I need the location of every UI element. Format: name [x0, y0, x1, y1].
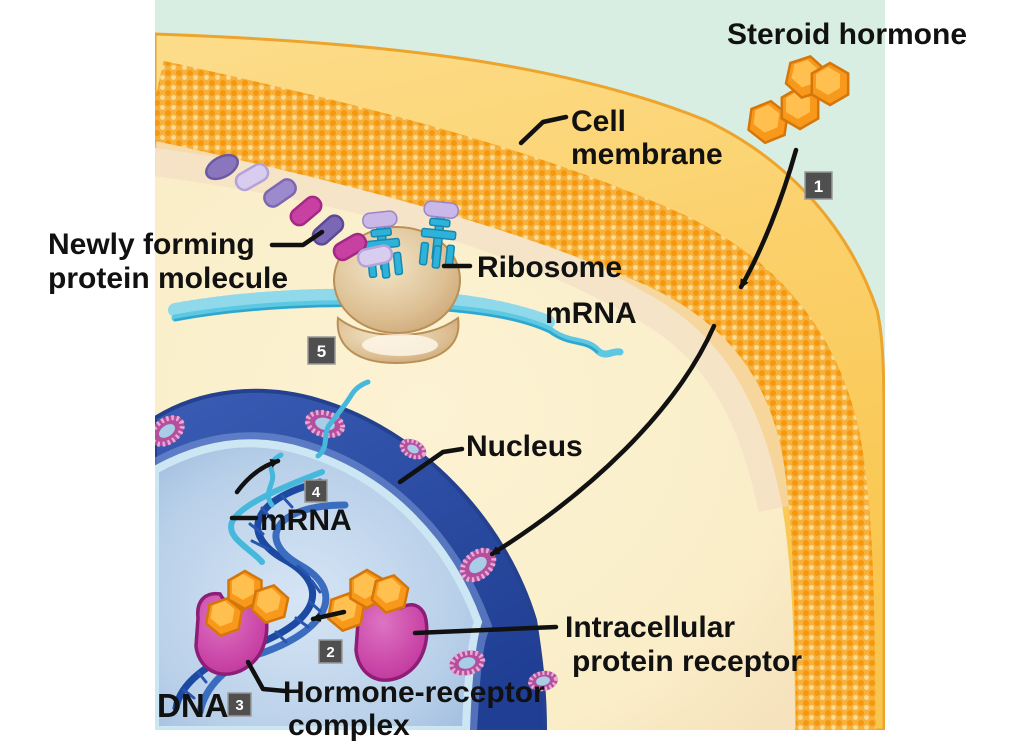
- label-intracellular-line2: protein receptor: [572, 645, 802, 678]
- arrow-to-nuclear-pore: [489, 323, 717, 557]
- nuclear-pore: [448, 649, 486, 677]
- ribosome-sheen: [362, 334, 438, 356]
- protein-chain-bead: [332, 232, 368, 262]
- arrow-step2-binding: [310, 609, 347, 622]
- protein-chain-bead: [356, 244, 394, 268]
- step-badge-1: 1: [804, 171, 833, 200]
- step-badge-2: 2: [318, 639, 343, 664]
- label-cell-membrane-line2: membrane: [571, 138, 723, 171]
- trna-icon: [418, 200, 459, 269]
- mrna-strand-nucleus: [265, 452, 284, 508]
- cell-membrane-bilayer: [155, 60, 876, 730]
- label-mrna-nucleus: mRNA: [260, 504, 352, 537]
- protein-chain: [205, 153, 394, 268]
- label-hormone-receptor-line2: complex: [288, 709, 410, 742]
- step-badge-3: 3: [227, 692, 252, 717]
- nuclear-pore: [155, 415, 185, 447]
- steroid-hormone-molecule-bound: [204, 569, 290, 638]
- nuclear-pore: [399, 438, 427, 460]
- amino-acid-bead: [423, 200, 459, 219]
- pointer-cell-membrane: [518, 114, 569, 146]
- label-intracellular-line1: Intracellular: [565, 611, 735, 644]
- protein-chain-bead: [289, 195, 323, 227]
- label-mrna-cytoplasm: mRNA: [545, 297, 637, 330]
- label-newly-forming-line2: protein molecule: [48, 262, 288, 295]
- step-badge-5: 5: [307, 336, 336, 365]
- step-number: 2: [326, 644, 334, 661]
- protein-chain-bead: [234, 162, 270, 192]
- pointer-intracellular-receptor: [412, 624, 559, 636]
- step-number: 3: [235, 697, 243, 714]
- protein-chain-bead: [311, 214, 345, 246]
- pointer-nucleus: [397, 446, 465, 485]
- steroid-hormone-molecule-top: [747, 55, 850, 145]
- protein-chain-bead: [205, 153, 239, 181]
- label-dna: DNA: [157, 687, 229, 724]
- pointer-newly-forming-protein: [269, 229, 325, 248]
- label-steroid-hormone: Steroid hormone: [727, 18, 967, 51]
- step-number: 4: [312, 484, 321, 501]
- label-ribosome: Ribosome: [477, 251, 622, 284]
- mrna-strand-exiting-pore: [315, 379, 371, 459]
- step-number: 1: [814, 177, 823, 196]
- steroid-hormone-molecule-free: [326, 568, 410, 633]
- nuclear-pore: [528, 670, 558, 692]
- protein-chain-bead: [263, 178, 297, 208]
- label-nucleus: Nucleus: [466, 430, 583, 463]
- arrow-step1-through-membrane: [738, 147, 799, 290]
- pointer-hormone-receptor-complex: [245, 659, 288, 694]
- cell-body: [155, 32, 885, 730]
- step-badge-4: 4: [304, 479, 328, 503]
- label-hormone-receptor-line1: Hormone-receptor: [283, 676, 545, 709]
- arrow-step4-mrna: [234, 458, 281, 495]
- amino-acid-bead: [362, 210, 398, 229]
- step-number: 5: [317, 342, 326, 361]
- label-newly-forming-line1: Newly forming: [48, 228, 255, 261]
- label-cell-membrane-line1: Cell: [571, 105, 626, 138]
